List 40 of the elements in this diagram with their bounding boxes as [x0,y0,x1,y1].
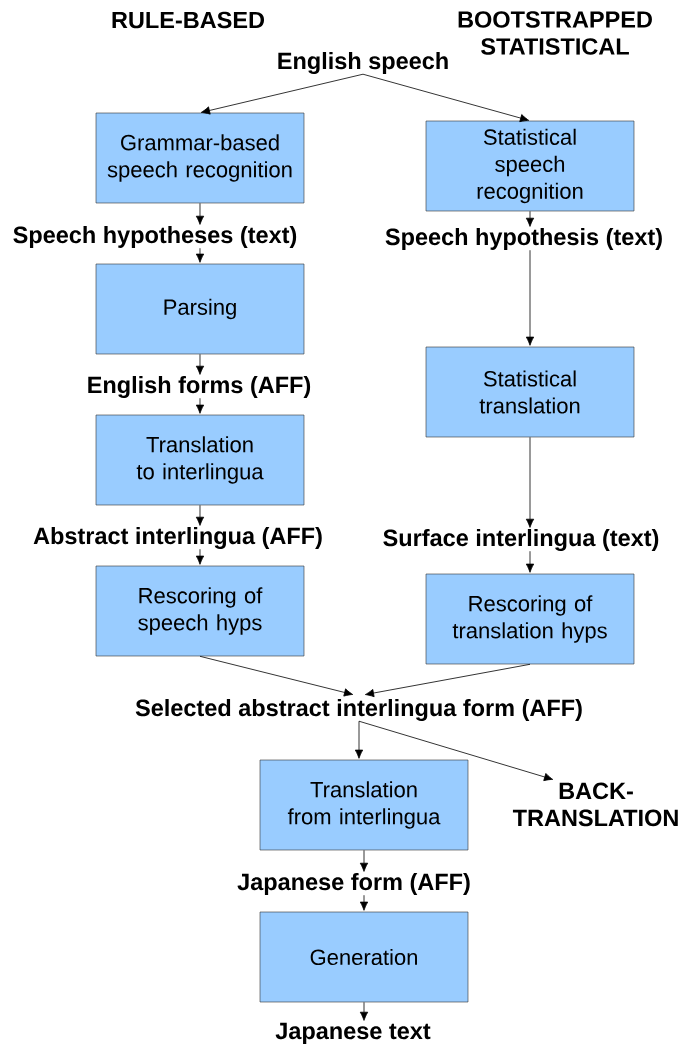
arrow [195,548,205,565]
flow-label: BACK-TRANSLATION [512,782,678,827]
process-box: Parsing [95,263,305,355]
arrow [199,655,354,697]
flow-label: Japanese text [275,1022,431,1044]
arrow [525,550,535,573]
process-box: Translation to interlingua [95,414,305,506]
arrow [359,894,369,911]
flow-label: English forms (AFF) [88,376,311,398]
column-heading: RULE-BASED [112,11,265,29]
arrow [354,720,364,759]
arrow [525,210,535,227]
arrow [364,663,531,698]
flow-label: English speech [278,52,448,74]
process-box: Translation from interlingua [259,759,469,851]
arrow [525,436,535,528]
process-box: Rescoring of translation hyps [425,573,635,665]
flow-label: Japanese form (AFF) [237,873,470,895]
arrow [195,202,205,225]
process-box: Statistical translation [425,346,635,438]
arrow [358,720,554,781]
flow-label: Abstract interlingua (AFF) [33,527,322,549]
arrow [362,73,530,123]
process-box: Rescoring of speech hyps [95,565,305,657]
process-box: Grammar-based speech recognition [95,112,305,204]
arrow [195,247,205,263]
flow-label: Speech hypotheses (text) [13,226,297,248]
column-heading: BOOTSTRAPPED STATISTICAL [458,11,652,55]
process-box: Generation [259,911,469,1003]
arrow [195,353,205,375]
arrow [359,849,369,872]
arrow [525,249,535,346]
arrow [195,397,205,414]
arrow [195,504,205,526]
flow-label: Selected abstract interlingua form (AFF) [135,699,582,721]
flow-label: Speech hypothesis (text) [385,228,662,250]
arrow [200,73,364,115]
arrow [359,1001,369,1021]
process-box: Statistical speech recognition [425,120,635,212]
flow-label: Surface interlingua (text) [383,529,659,551]
